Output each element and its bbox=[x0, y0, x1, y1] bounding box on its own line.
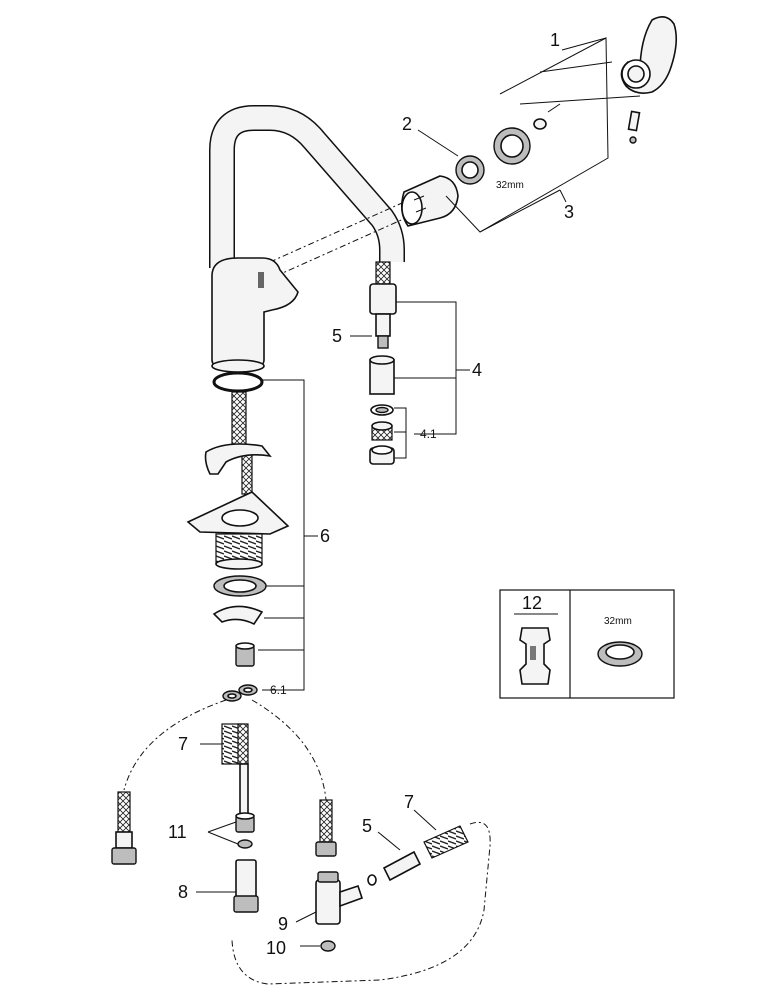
leader-1 bbox=[561, 37, 607, 51]
pullout-weight-rod bbox=[237, 723, 249, 815]
cartridge-nut bbox=[493, 103, 561, 165]
stud-washers bbox=[222, 684, 258, 702]
bracket-4 bbox=[394, 301, 457, 435]
aerator-insert bbox=[371, 421, 393, 441]
hose-right-end bbox=[315, 799, 337, 857]
aerator-sleeve bbox=[369, 355, 395, 395]
hose-left-end bbox=[111, 791, 137, 865]
callout-10: 10 bbox=[266, 938, 286, 958]
horseshoe-washer-upper bbox=[204, 443, 272, 475]
callout-4: 4 bbox=[472, 360, 482, 380]
horseshoe-washer-lower bbox=[212, 605, 264, 626]
callout-1: 1 bbox=[550, 30, 560, 50]
callout-5-top: 5 bbox=[332, 326, 342, 346]
leader-3 bbox=[559, 189, 567, 203]
leader-2 bbox=[417, 129, 459, 157]
handle-group-bracket bbox=[479, 37, 641, 233]
callout-5-bottom: 5 bbox=[362, 816, 372, 836]
inset-dimension-label: 32mm bbox=[604, 616, 632, 627]
washer-11 bbox=[237, 839, 253, 849]
spout-outlet-hose-end bbox=[369, 261, 397, 349]
hose-path-left bbox=[123, 699, 227, 791]
callout-11: 11 bbox=[168, 822, 187, 842]
inset-box: 12 32mm bbox=[499, 589, 675, 699]
inset-callout-12: 12 bbox=[522, 593, 542, 613]
callout-6-1: 6.1 bbox=[270, 683, 287, 697]
callout-2: 2 bbox=[402, 114, 412, 134]
small-washer bbox=[367, 874, 377, 886]
triangle-plate bbox=[186, 491, 290, 535]
ring-dimension-label: 32mm bbox=[496, 180, 524, 191]
callout-7-right: 7 bbox=[404, 792, 414, 812]
faucet-spout bbox=[209, 105, 405, 268]
aerator-washer bbox=[370, 404, 394, 416]
callout-8: 8 bbox=[178, 882, 188, 902]
callout-7-left: 7 bbox=[178, 734, 188, 754]
washer-10 bbox=[320, 940, 336, 952]
cartridge-group-bracket bbox=[445, 189, 561, 233]
callout-3: 3 bbox=[564, 202, 574, 222]
bracket-6 bbox=[258, 379, 305, 691]
bracket-4-1 bbox=[394, 407, 407, 459]
threaded-sleeve bbox=[215, 533, 263, 570]
cartridge bbox=[400, 175, 459, 227]
nut-11 bbox=[235, 812, 255, 833]
base-oring bbox=[212, 371, 264, 393]
callout-9: 9 bbox=[278, 914, 288, 934]
faucet-body bbox=[211, 257, 299, 373]
hose-loop-right bbox=[231, 821, 491, 985]
supply-hose-upper bbox=[231, 391, 253, 495]
angle-valve-9 bbox=[315, 871, 364, 925]
aerator-cap bbox=[369, 445, 395, 465]
coupling-8 bbox=[233, 859, 259, 913]
grub-screw bbox=[627, 110, 641, 144]
brand-mark bbox=[258, 272, 264, 288]
spring-right bbox=[423, 825, 469, 859]
mounting-nut bbox=[235, 642, 255, 667]
callout-4-1: 4.1 bbox=[420, 427, 437, 441]
cartridge-ring bbox=[455, 155, 485, 185]
inset-ring bbox=[597, 641, 643, 667]
lever-handle bbox=[620, 16, 678, 94]
inset-tool-sleeve bbox=[519, 627, 551, 685]
hose-path-right bbox=[251, 699, 327, 801]
mounting-washer bbox=[213, 575, 267, 597]
callout-6: 6 bbox=[320, 526, 330, 546]
nipple-5 bbox=[382, 850, 422, 882]
